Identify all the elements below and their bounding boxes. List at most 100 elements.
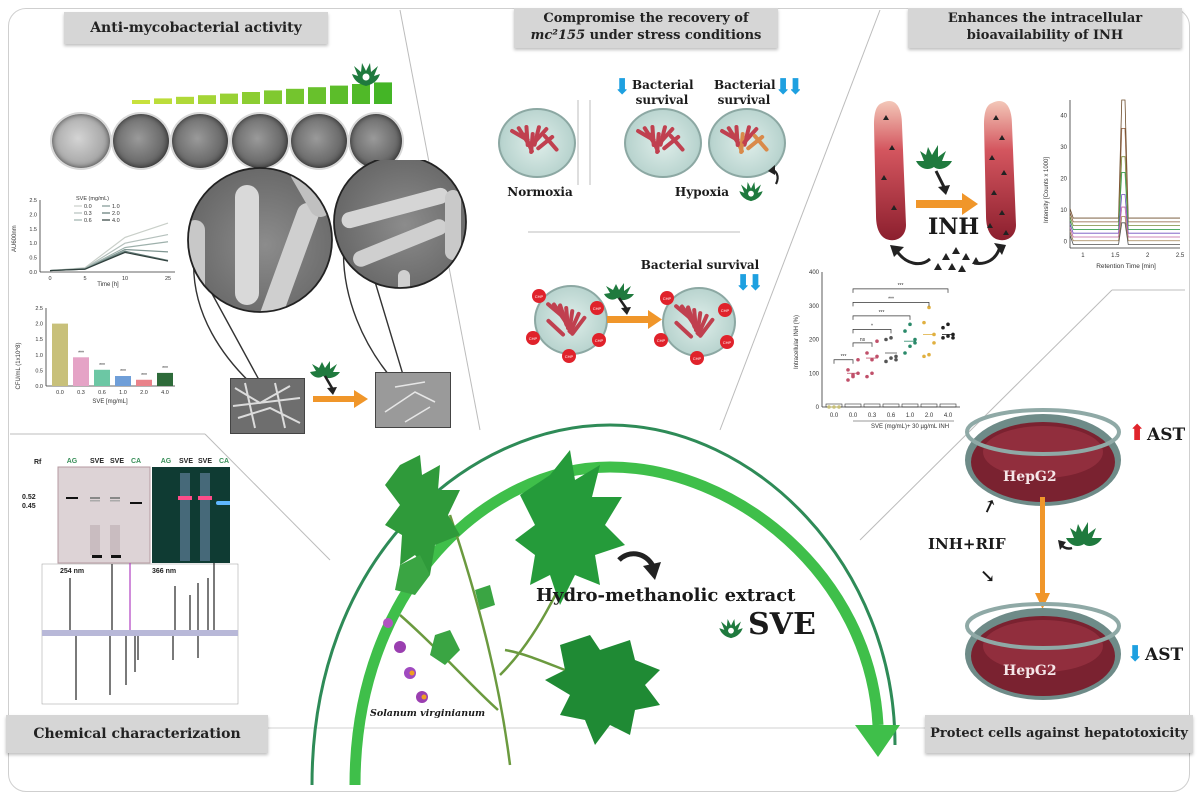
x-tick-label: 0.3: [77, 390, 85, 396]
bacterium: [698, 317, 715, 338]
x-tick-label: 1.5: [1111, 253, 1120, 259]
plant-extract-icon: [604, 283, 634, 301]
baseline-band: [42, 630, 238, 636]
plant-extract-icon: [916, 145, 952, 169]
tlc-plate-254: [57, 466, 151, 564]
bacterium: [658, 127, 675, 145]
rf-value: 0.52: [22, 494, 36, 501]
panel-title-stress: Compromise the recovery of mc²155 under …: [514, 8, 778, 48]
chp-label: CHP: [693, 356, 702, 361]
chp-stress-icon: [562, 349, 576, 363]
x-tick-label: 1.0: [119, 390, 127, 396]
data-point: [851, 374, 855, 379]
data-point: [884, 337, 888, 342]
y-tick-label: 0.5: [29, 256, 37, 262]
bacterium: [529, 132, 535, 154]
bar: [157, 372, 173, 386]
significance-label: ***: [841, 354, 847, 360]
chp-stress-icon: [654, 333, 668, 347]
category-box: [939, 403, 957, 408]
species-name: Solanum virginianum: [370, 708, 486, 719]
y-tick-label: 0.5: [35, 368, 43, 374]
panel-title-chemical: Chemical characterization: [6, 715, 268, 753]
leaf: [515, 450, 625, 605]
panel-title-anti-mycobacterial: Anti-mycobacterial activity: [64, 12, 328, 44]
significance-label: ***: [120, 369, 126, 375]
plant-extract-icon: [719, 619, 743, 639]
panel-title-line2-rest: under stress conditions: [585, 28, 762, 43]
gradient-step: [176, 96, 194, 104]
y-tick-label: 0.0: [35, 384, 43, 390]
orange-down-arrow: [1035, 497, 1050, 609]
y-tick-label: 2.5: [29, 198, 37, 204]
inh-label: INH: [928, 214, 980, 240]
series-line: [49, 222, 169, 272]
chp-label: CHP: [721, 308, 730, 313]
y-tick-label: 1.0: [29, 241, 37, 247]
sem-thumbnail-treated: [375, 372, 451, 428]
curved-arrow-icon: [768, 165, 779, 185]
y-tick-label: 1.0: [35, 353, 43, 359]
treatment-label: INH+RIF: [928, 535, 1006, 553]
data-point: [941, 325, 945, 330]
solanum-plant-illustration: [383, 450, 660, 766]
agar-plate: [50, 112, 112, 170]
data-point: [922, 320, 926, 325]
legend-label: 0.3: [84, 211, 92, 217]
bacterium: [650, 125, 656, 147]
x-tick-label: 4.0: [944, 413, 953, 419]
cell-untreated: [874, 101, 906, 241]
leaf: [545, 635, 660, 745]
category-box: [844, 403, 862, 408]
chp-label: CHP: [535, 294, 544, 299]
bacterium: [524, 125, 530, 147]
panel-title-line1: Compromise the recovery of: [543, 11, 749, 26]
cell-treated: [984, 101, 1016, 241]
x-tick-label: 25: [165, 276, 171, 282]
legend-label: 1.0: [112, 204, 120, 210]
data-point: [894, 354, 898, 359]
data-point: [903, 351, 907, 355]
divider-line: [719, 9, 881, 431]
significance-bracket: [852, 329, 892, 334]
lane-label: CA: [131, 458, 141, 465]
data-point: [870, 371, 874, 376]
plant-extract-icon: [1066, 522, 1102, 546]
sem-circle-border: [333, 160, 467, 289]
bacterium: [568, 311, 581, 335]
down-arrow-icon: ⬇: [1126, 641, 1145, 667]
data-point: [894, 357, 898, 362]
y-tick-label: 30: [1060, 145, 1067, 151]
chromatogram-trace: [1069, 156, 1180, 227]
bacterium: [752, 133, 769, 152]
category-box: [863, 403, 881, 408]
hepg2-dish-top: [965, 408, 1121, 506]
double-down-arrow-icon: ⬇⬇: [774, 74, 805, 100]
hplc-chromatogram: Intensity [Counts x 1000] Retention Time…: [1044, 99, 1185, 270]
series-line: [49, 233, 169, 272]
agar-plate: [111, 112, 171, 170]
y-tick-label: 20: [1060, 177, 1067, 183]
plant-extract-icon: [352, 63, 380, 86]
chp-label: CHP: [529, 336, 538, 341]
gradient-step: [154, 98, 172, 104]
panel-title-bioavailability: Enhances the intracellular bioavailabili…: [908, 8, 1182, 48]
bacterium: [696, 313, 709, 337]
treatment-arrow: [310, 361, 368, 408]
data-point: [927, 352, 931, 357]
petri-dish-normoxia: [498, 108, 576, 178]
chp-stress-icon: [660, 291, 674, 305]
inh-molecules-inside: [881, 115, 1009, 235]
sem-circle-border: [187, 167, 333, 313]
agar-plate: [289, 112, 349, 170]
significance-bracket: [852, 315, 911, 320]
significance-label: ***: [78, 350, 84, 356]
bacterial-survival-label: Bacterial survival: [632, 78, 694, 107]
data-point: [865, 351, 869, 355]
x-tick-label: 0: [48, 276, 51, 282]
growth-curve-chart: AU600nm Time [h] SVE (mg/mL) 0.00.51.01.…: [12, 196, 175, 288]
series-line: [49, 250, 169, 272]
x-tick-label: 0.6: [98, 390, 106, 396]
lane-label: AG: [161, 458, 172, 465]
